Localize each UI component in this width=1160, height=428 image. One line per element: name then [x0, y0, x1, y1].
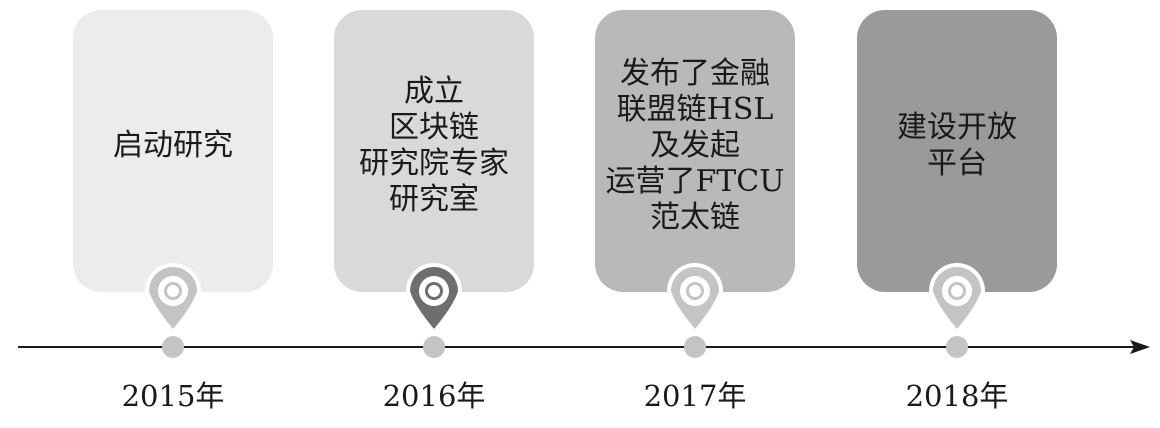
event-text: 发布了金融	[620, 56, 770, 91]
year-label-2015: 2015年	[121, 379, 225, 413]
event-card-2018: 建设开放 平台	[857, 10, 1057, 292]
event-text: 范太链	[650, 200, 740, 235]
event-text: 平台	[927, 146, 987, 181]
year-label-2016: 2016年	[382, 379, 486, 413]
event-text: 运营了FTCU	[605, 164, 785, 199]
event-text: 研究院专家	[359, 146, 509, 181]
event-card-2017: 发布了金融 联盟链HSL 及发起 运营了FTCU 范太链	[595, 10, 795, 292]
axis-dot-2016	[423, 336, 445, 358]
event-text: 区块链	[389, 110, 479, 145]
location-pin-icon	[145, 263, 201, 333]
axis-dot-2018	[946, 336, 968, 358]
event-text: 研究室	[389, 182, 479, 217]
year-label-2017: 2017年	[643, 379, 747, 413]
location-pin-icon	[929, 263, 985, 333]
event-card-2015: 启动研究	[73, 10, 273, 292]
year-label-2018: 2018年	[905, 379, 1009, 413]
timeline-axis-arrow-icon	[1130, 340, 1150, 354]
location-pin-icon	[667, 263, 723, 333]
event-card-2016: 成立 区块链 研究院专家 研究室	[334, 10, 534, 292]
location-pin-icon	[406, 263, 462, 333]
event-text: 成立	[404, 74, 464, 109]
event-text: 及发起	[650, 128, 740, 163]
event-text: 联盟链HSL	[616, 92, 774, 127]
axis-dot-2017	[684, 336, 706, 358]
event-text: 建设开放	[897, 110, 1017, 145]
axis-dot-2015	[162, 336, 184, 358]
event-text: 启动研究	[113, 128, 233, 163]
